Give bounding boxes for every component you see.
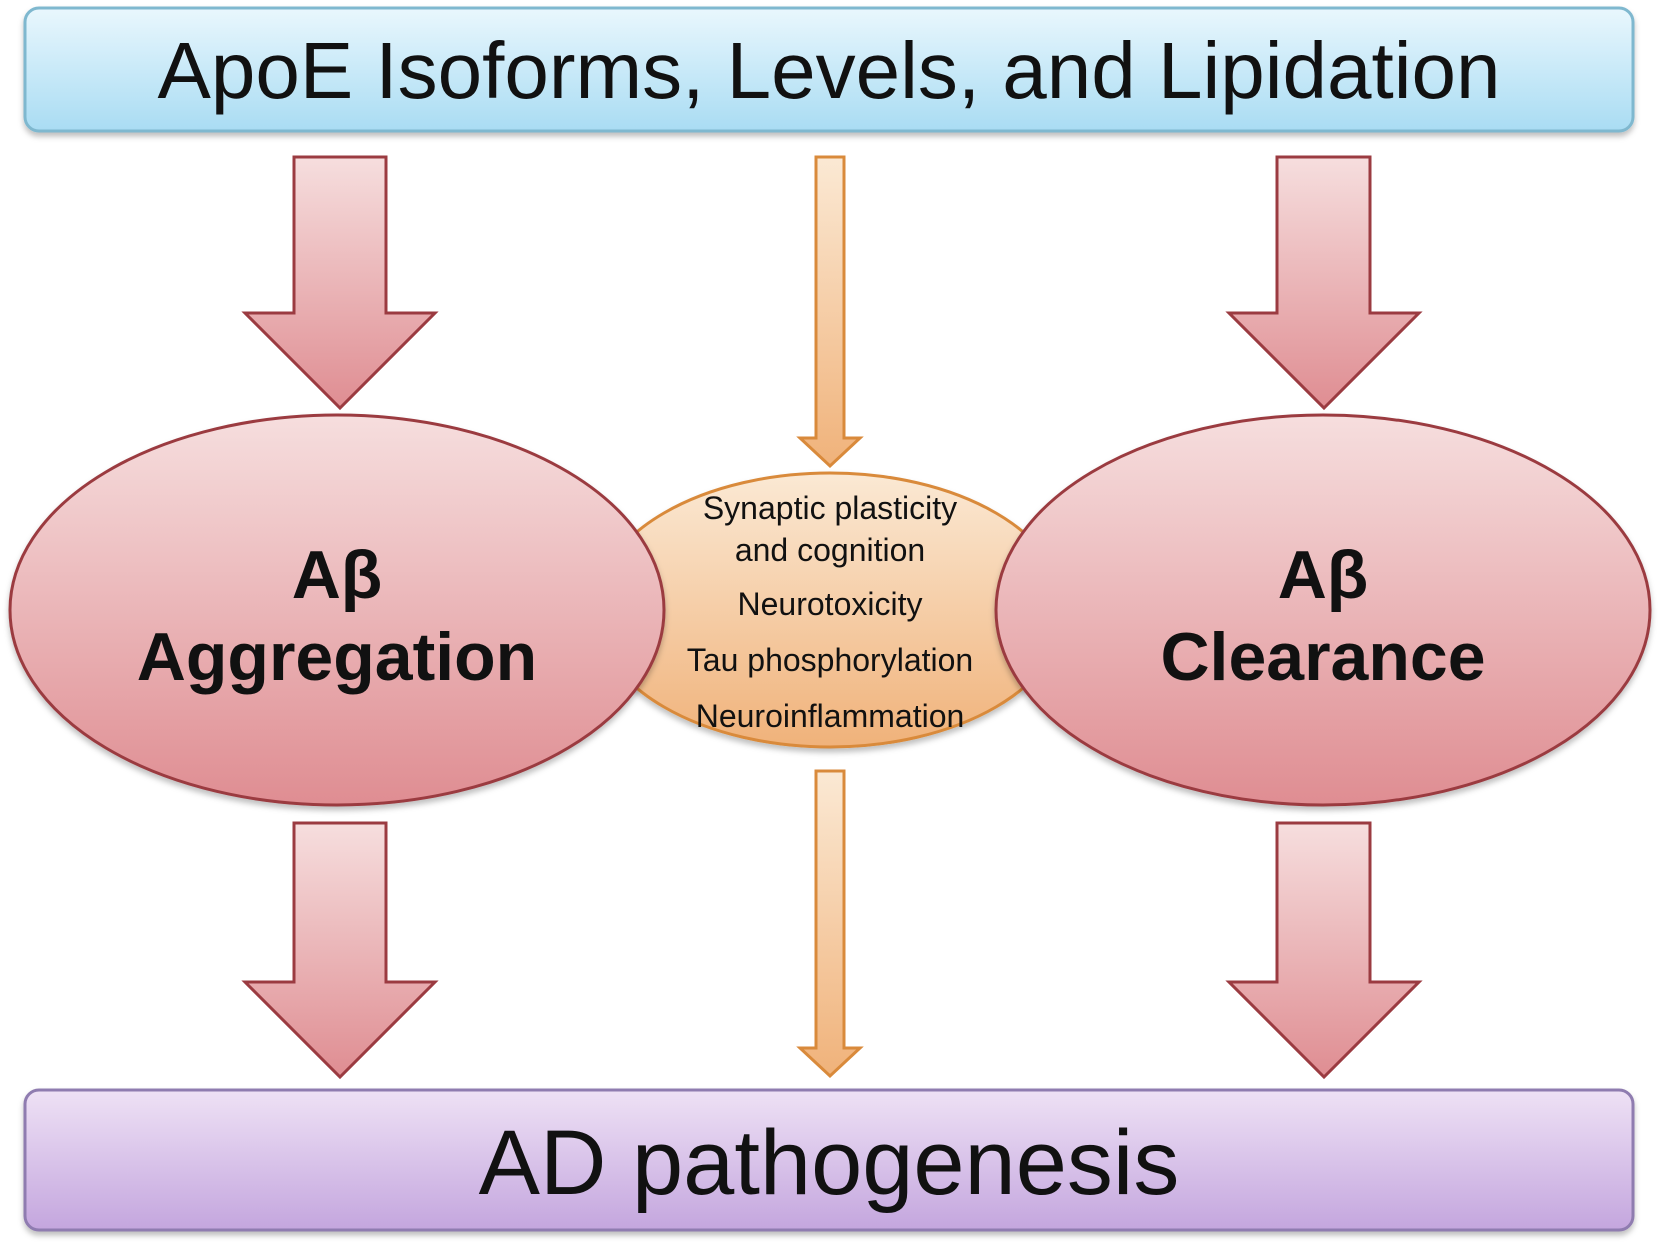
clearance-line2: Clearance xyxy=(1160,619,1485,695)
arrow-to-clearance xyxy=(1225,155,1423,411)
center-item-tau: Tau phosphorylation xyxy=(687,642,973,678)
center-effects-text: Synaptic plasticity and cognition Neurot… xyxy=(687,490,973,734)
arrow-center-to-ad xyxy=(796,769,864,1079)
clearance-oval: Aβ Clearance xyxy=(994,413,1652,807)
clearance-line1: Aβ xyxy=(1278,537,1369,613)
arrow-to-aggregation xyxy=(241,155,439,411)
top-box-label: ApoE Isoforms, Levels, and Lipidation xyxy=(157,26,1500,115)
aggregation-oval: Aβ Aggregation xyxy=(8,413,666,807)
center-item-neurotoxicity: Neurotoxicity xyxy=(738,586,923,622)
top-box: ApoE Isoforms, Levels, and Lipidation xyxy=(23,6,1635,133)
arrow-clearance-to-ad xyxy=(1225,821,1423,1080)
center-item-cognition: and cognition xyxy=(735,532,925,568)
bottom-box-label: AD pathogenesis xyxy=(479,1112,1180,1214)
aggregation-line1: Aβ xyxy=(292,537,383,613)
center-item-synaptic: Synaptic plasticity xyxy=(703,490,957,526)
arrow-to-center-effects xyxy=(796,155,864,469)
bottom-box: AD pathogenesis xyxy=(23,1088,1635,1232)
center-item-neuroinflammation: Neuroinflammation xyxy=(696,698,965,734)
arrow-aggregation-to-ad xyxy=(241,821,439,1080)
aggregation-line2: Aggregation xyxy=(137,619,537,695)
